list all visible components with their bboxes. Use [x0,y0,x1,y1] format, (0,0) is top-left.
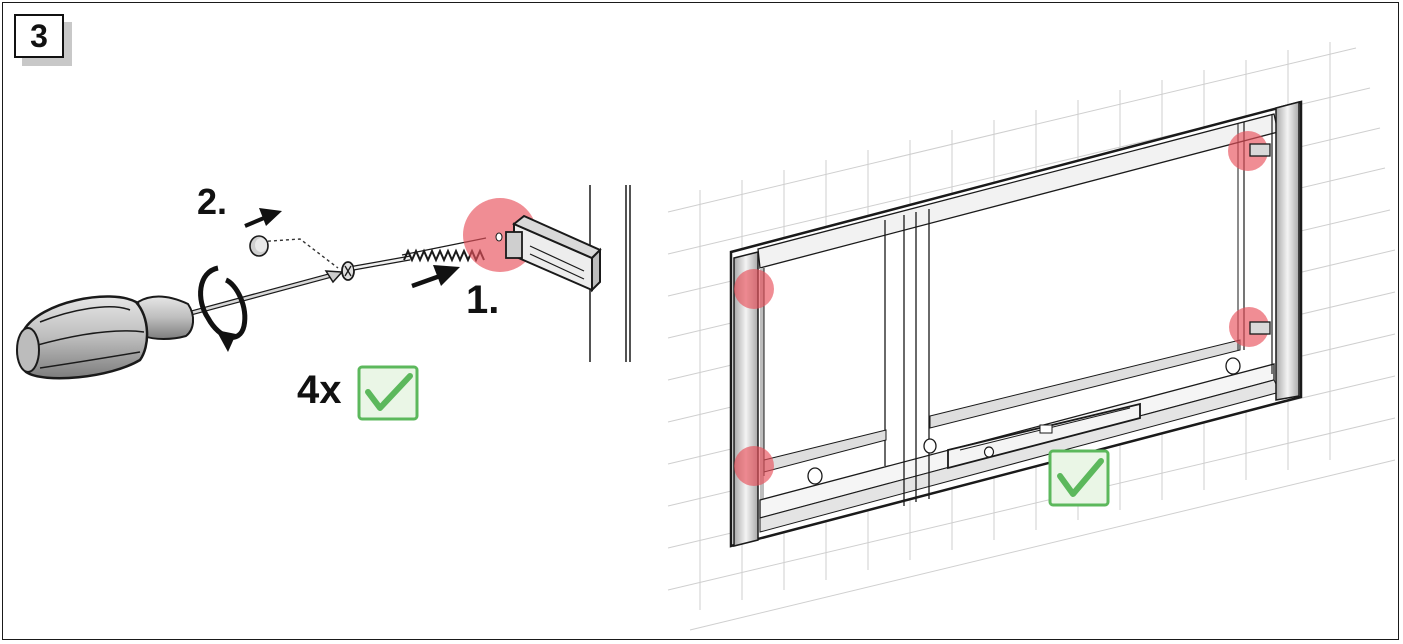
arrow-step-two [245,208,282,226]
niche-frame [731,102,1301,546]
label-step-one: 1. [466,278,499,323]
bracket-detail [463,198,600,290]
checkmark-icon [359,367,417,419]
cover-cap-icon [250,236,338,268]
screwdriver-icon [17,271,342,378]
label-step-two: 2. [197,181,227,223]
checkmark-icon [1050,451,1108,505]
label-repeat-count: 4x [297,368,342,413]
arrow-step-one [412,265,460,286]
